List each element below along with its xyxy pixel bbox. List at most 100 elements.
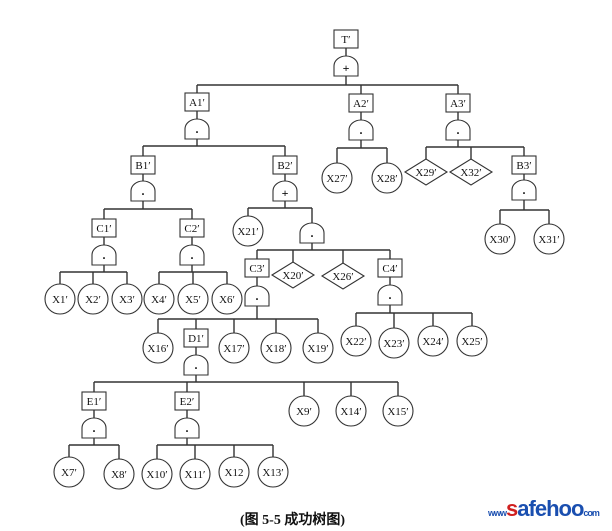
event-b2: B2′ <box>272 155 298 175</box>
event-b1: B1′ <box>130 155 156 175</box>
or-gate-icon: + <box>333 55 359 77</box>
basic-event-x1: X1′ <box>44 283 76 315</box>
node-label: X19′ <box>307 343 328 355</box>
node-label: X13′ <box>262 467 283 479</box>
node-label: X22′ <box>345 336 366 348</box>
event-d1: D1′ <box>183 328 209 348</box>
node-label: X11′ <box>185 469 206 481</box>
basic-event-x19: X19′ <box>302 332 334 364</box>
and-gate-icon: · <box>174 417 200 439</box>
node-label: C2′ <box>184 223 199 235</box>
node-label: X7′ <box>61 467 77 479</box>
node-label: X8′ <box>111 469 127 481</box>
basic-event-x4: X4′ <box>143 283 175 315</box>
basic-event-x16: X16′ <box>142 332 174 364</box>
event-c4: C4′ <box>377 258 403 278</box>
basic-event-x22: X22′ <box>340 325 372 357</box>
node-label: A3′ <box>450 98 466 110</box>
event-e1: E1′ <box>81 391 107 411</box>
and-gate-icon: · <box>348 119 374 141</box>
gate-symbol: · <box>359 126 363 140</box>
node-label: C4′ <box>382 263 397 275</box>
basic-event-x30: X30′ <box>484 223 516 255</box>
gate-symbol: · <box>195 125 199 139</box>
node-label: A2′ <box>353 98 369 110</box>
undeveloped-event-x29: X29′ <box>403 158 449 186</box>
event-b3: B3′ <box>511 155 537 175</box>
basic-event-x24: X24′ <box>417 325 449 357</box>
node-label: X1′ <box>52 294 68 306</box>
basic-event-x14: X14′ <box>335 395 367 427</box>
basic-event-x27: X27′ <box>321 162 353 194</box>
gate-symbol: · <box>185 424 189 438</box>
node-label: X12 <box>225 467 244 479</box>
node-label: B1′ <box>135 160 150 172</box>
basic-event-x9: X9′ <box>288 395 320 427</box>
node-label: E2′ <box>180 396 195 408</box>
node-label: C3′ <box>249 263 264 275</box>
gate-symbol: · <box>522 186 526 200</box>
node-label: X18′ <box>265 343 286 355</box>
undeveloped-event-x26: X26′ <box>320 262 366 290</box>
figure-caption: (图 5-5 成功树图) <box>240 513 345 528</box>
node-label: X29′ <box>415 167 436 179</box>
node-label: X32′ <box>460 167 481 179</box>
node-label: B3′ <box>516 160 531 172</box>
event-c3: C3′ <box>244 258 270 278</box>
event-a1: A1′ <box>184 92 210 112</box>
basic-event-x11: X11′ <box>179 458 211 490</box>
node-label: X10′ <box>146 469 167 481</box>
node-label: X26′ <box>332 271 353 283</box>
and-gate-icon: · <box>81 417 107 439</box>
basic-event-x15: X15′ <box>382 395 414 427</box>
gate-symbol: · <box>102 251 106 265</box>
node-label: X14′ <box>340 406 361 418</box>
node-label: X2′ <box>85 294 101 306</box>
undeveloped-event-x32: X32′ <box>448 158 494 186</box>
node-label: C1′ <box>96 223 111 235</box>
gate-symbol: + <box>282 186 289 200</box>
node-label: B2′ <box>277 160 292 172</box>
basic-event-x23: X23′ <box>378 327 410 359</box>
basic-event-x18: X18′ <box>260 332 292 364</box>
gate-symbol: · <box>310 229 314 243</box>
event-t: T′ <box>333 29 359 49</box>
basic-event-x17: X17′ <box>218 332 250 364</box>
gate-symbol: + <box>343 61 350 75</box>
node-label: X9′ <box>296 406 312 418</box>
node-label: X16′ <box>147 343 168 355</box>
or-gate-icon: + <box>272 180 298 202</box>
node-label: X20′ <box>282 270 303 282</box>
gate-symbol: · <box>255 292 259 306</box>
basic-event-x6: X6′ <box>211 283 243 315</box>
basic-event-x2: X2′ <box>77 283 109 315</box>
gate-symbol: · <box>456 126 460 140</box>
and-gate-icon: · <box>91 244 117 266</box>
undeveloped-event-x20: X20′ <box>270 261 316 289</box>
and-gate-icon: · <box>179 244 205 266</box>
gate-symbol: · <box>92 424 96 438</box>
basic-event-x7: X7′ <box>53 456 85 488</box>
node-label: X17′ <box>223 343 244 355</box>
gate-symbol: · <box>141 187 145 201</box>
and-gate-icon: · <box>511 179 537 201</box>
basic-event-x28: X28′ <box>371 162 403 194</box>
node-label: X4′ <box>151 294 167 306</box>
node-label: X5′ <box>185 294 201 306</box>
node-label: X31′ <box>538 234 559 246</box>
basic-event-x25: X25′ <box>456 325 488 357</box>
basic-event-x21: X21′ <box>232 215 264 247</box>
event-a2: A2′ <box>348 93 374 113</box>
gate-symbol: · <box>194 361 198 375</box>
node-label: A1′ <box>189 97 205 109</box>
basic-event-x12: X12 <box>218 456 250 488</box>
node-label: X28′ <box>376 173 397 185</box>
event-a3: A3′ <box>445 93 471 113</box>
and-gate-icon: · <box>244 285 270 307</box>
and-gate-icon: · <box>377 284 403 306</box>
and-gate-icon: · <box>445 119 471 141</box>
node-label: D1′ <box>188 333 204 345</box>
basic-event-x31: X31′ <box>533 223 565 255</box>
gate-symbol: · <box>190 251 194 265</box>
gate-symbol: · <box>388 291 392 305</box>
